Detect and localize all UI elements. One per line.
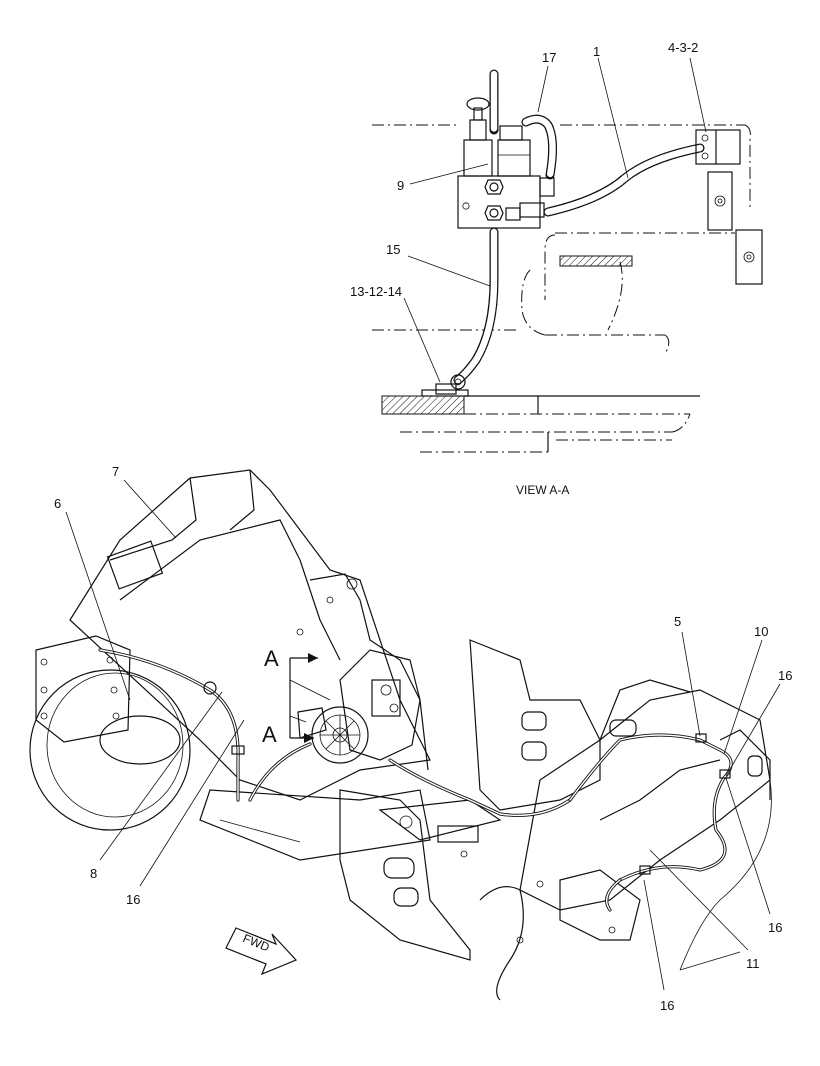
section-markers — [289, 653, 331, 743]
callout-5: 5 — [674, 614, 681, 629]
section-mark-upper: A — [264, 646, 279, 671]
callout-8: 8 — [90, 866, 97, 881]
callout-7: 7 — [112, 464, 119, 479]
callout-6: 6 — [54, 496, 61, 511]
pump-assembly — [297, 649, 421, 764]
tube-routing — [98, 648, 733, 912]
callout-4-3-2: 4-3-2 — [668, 40, 698, 55]
forward-arrow — [225, 927, 298, 976]
transmission-assembly — [29, 469, 431, 861]
callout-16-bottom: 16 — [660, 998, 674, 1013]
callout-13-12-14: 13-12-14 — [350, 284, 402, 299]
forward-label: FWD — [241, 931, 272, 954]
view-a-a-detail — [372, 57, 763, 453]
callout-1: 1 — [593, 44, 600, 59]
view-label: VIEW A-A — [516, 483, 569, 497]
callout-10: 10 — [754, 624, 768, 639]
callout-9: 9 — [397, 178, 404, 193]
callout-leaders — [65, 479, 781, 991]
callout-11: 11 — [746, 956, 760, 971]
callout-15: 15 — [386, 242, 400, 257]
callout-16-right-top: 16 — [778, 668, 792, 683]
callout-16-right-mid: 16 — [768, 920, 782, 935]
section-mark-lower: A — [262, 722, 277, 747]
callout-17: 17 — [542, 50, 556, 65]
callout-16-left: 16 — [126, 892, 140, 907]
